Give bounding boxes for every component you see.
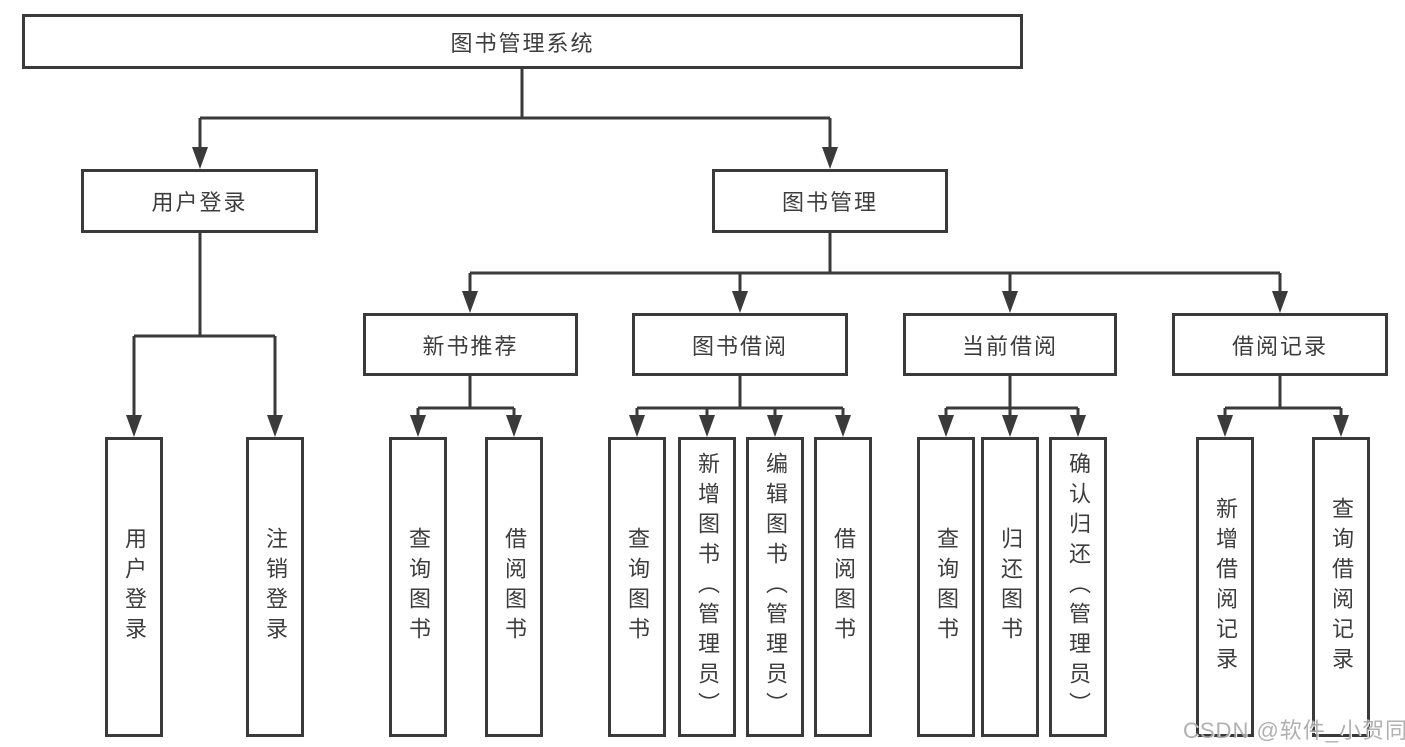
leaf-query-borrow-record: 查询借阅记录 bbox=[1312, 437, 1370, 737]
leaf-label: 注销登录 bbox=[263, 527, 288, 647]
node-library-management-system: 图书管理系统 bbox=[22, 14, 1023, 69]
leaf-label: 用户登录 bbox=[122, 527, 147, 647]
node-book-management-branch: 图书管理 bbox=[712, 169, 948, 233]
arrowhead bbox=[462, 291, 478, 313]
csdn-watermark: CSDN @软件_小贺同学 bbox=[1183, 718, 1405, 743]
connector-book-management-to-sections bbox=[462, 233, 1288, 313]
node-borrowing-records: 借阅记录 bbox=[1172, 313, 1388, 376]
arrowhead bbox=[1002, 415, 1018, 437]
arrowhead bbox=[126, 415, 142, 437]
arrowhead bbox=[1002, 291, 1018, 313]
connector-borrowing-records-to-leaves bbox=[1217, 376, 1349, 437]
leaf-label: 确认归还（管理员） bbox=[1066, 452, 1091, 722]
leaf-query-books-current: 查询图书 bbox=[917, 437, 975, 737]
arrowhead bbox=[192, 147, 208, 169]
arrowhead bbox=[938, 415, 954, 437]
leaf-label: 编辑图书（管理员） bbox=[763, 452, 788, 722]
connector-current-borrowing-to-leaves bbox=[938, 376, 1086, 437]
leaf-label: 查询借阅记录 bbox=[1329, 497, 1354, 677]
leaf-user-login: 用户登录 bbox=[105, 437, 163, 737]
node-current-borrowing: 当前借阅 bbox=[903, 313, 1117, 376]
leaf-label: 查询图书 bbox=[934, 527, 959, 647]
leaf-confirm-return-admin: 确认归还（管理员） bbox=[1049, 437, 1107, 737]
arrowhead bbox=[1272, 291, 1288, 313]
arrowhead bbox=[822, 147, 838, 169]
arrowhead bbox=[1217, 415, 1233, 437]
arrowhead bbox=[1333, 415, 1349, 437]
arrowhead bbox=[267, 415, 283, 437]
leaf-label: 查询图书 bbox=[406, 527, 431, 647]
arrowhead bbox=[1070, 415, 1086, 437]
leaf-logout: 注销登录 bbox=[246, 437, 304, 737]
connector-book-borrowing-to-leaves bbox=[629, 376, 851, 437]
leaf-label: 归还图书 bbox=[998, 527, 1023, 647]
leaf-label: 借阅图书 bbox=[831, 527, 856, 647]
node-user-login-branch: 用户登录 bbox=[81, 169, 318, 233]
arrowhead bbox=[767, 415, 783, 437]
node-new-book-recommendation: 新书推荐 bbox=[363, 313, 578, 376]
leaf-label: 新增图书（管理员） bbox=[695, 452, 720, 722]
connector-user-login-to-leaves bbox=[126, 233, 283, 437]
leaf-borrow-books-recommendation: 借阅图书 bbox=[485, 437, 543, 737]
connector-new-book-recommendation-to-leaves bbox=[410, 376, 522, 437]
arrowhead bbox=[835, 415, 851, 437]
node-book-borrowing: 图书借阅 bbox=[632, 313, 848, 376]
arrowhead bbox=[699, 415, 715, 437]
leaf-add-books-admin: 新增图书（管理员） bbox=[678, 437, 736, 737]
leaf-label: 查询图书 bbox=[625, 527, 650, 647]
arrowhead bbox=[410, 415, 426, 437]
leaf-borrow-books-borrowing: 借阅图书 bbox=[814, 437, 872, 737]
leaf-label: 新增借阅记录 bbox=[1213, 497, 1238, 677]
arrowhead bbox=[506, 415, 522, 437]
arrowhead bbox=[732, 291, 748, 313]
leaf-label: 借阅图书 bbox=[502, 527, 527, 647]
arrowhead bbox=[629, 415, 645, 437]
leaf-query-books-recommendation: 查询图书 bbox=[389, 437, 447, 737]
leaf-edit-books-admin: 编辑图书（管理员） bbox=[746, 437, 804, 737]
connector-root-to-branches bbox=[192, 69, 838, 169]
leaf-add-borrow-record: 新增借阅记录 bbox=[1196, 437, 1254, 737]
leaf-query-books-borrowing: 查询图书 bbox=[608, 437, 666, 737]
leaf-return-books: 归还图书 bbox=[981, 437, 1039, 737]
